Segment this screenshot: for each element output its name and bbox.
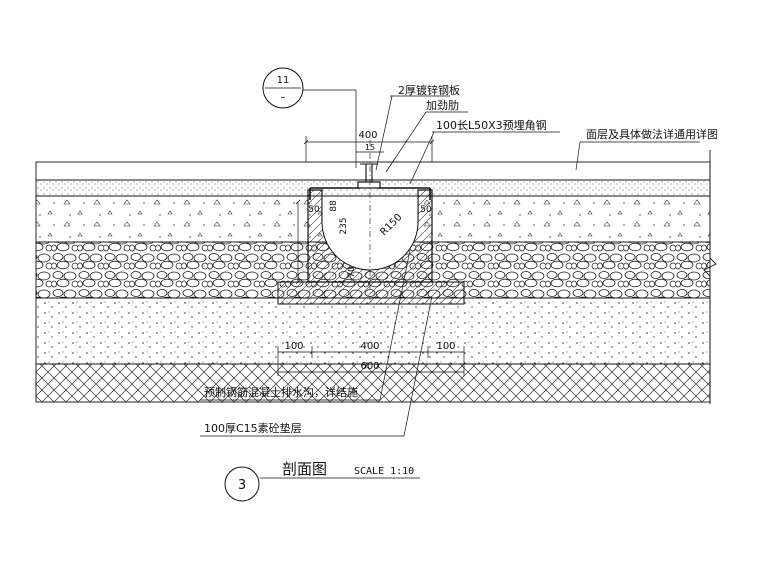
dimensions [277, 136, 465, 376]
surface-layer [35, 161, 711, 181]
title-number: 3 [238, 478, 246, 493]
dimension-texts: 400 15 50 50 88 235 70 100 400 100 600 [284, 130, 455, 372]
soil-layer [35, 363, 711, 403]
stiffener [360, 163, 378, 182]
sand-layer [35, 297, 711, 365]
dim-depth1: 88 [329, 200, 339, 212]
cushion-block [277, 281, 465, 305]
dim-wall-left: 50 [308, 205, 320, 215]
steel-plate [357, 181, 381, 189]
callout-number: 11 [277, 75, 290, 86]
detail-callout: 11 – [262, 67, 304, 109]
dim-wall-right: 50 [420, 205, 432, 215]
title-block: 3 剖面图 SCALE 1:10 [224, 460, 414, 502]
callout-sub: – [281, 92, 286, 103]
dim-bottom: 70 [347, 266, 357, 278]
label-trench: 预制钢筋混凝土排水沟，详结施 [204, 385, 358, 399]
angle-steel-right [378, 187, 431, 200]
dim-base-right: 100 [436, 341, 455, 352]
dim-base-left: 100 [284, 341, 303, 352]
leader-lines [200, 89, 700, 479]
ground-layers [35, 150, 717, 404]
title-name: 剖面图 [282, 460, 327, 478]
dim-top-small: 15 [365, 143, 375, 152]
label-steel-plate: 2厚镀锌钢板 [398, 83, 460, 97]
angle-steel-left [309, 187, 360, 200]
label-stiffener: 加劲肋 [426, 98, 459, 112]
dim-top-width: 400 [358, 130, 377, 141]
break-line [703, 150, 717, 404]
label-angle-steel: 100长L50X3预埋角钢 [436, 119, 547, 132]
dim-depth2: 235 [339, 217, 349, 234]
label-cushion: 100厚C15素砼垫层 [204, 421, 302, 435]
dim-base-mid: 400 [360, 341, 379, 352]
drainage-trench [277, 140, 465, 305]
label-surface: 面层及具体做法详通用详图 [586, 127, 718, 141]
title-scale: SCALE 1:10 [354, 466, 414, 477]
dim-base-total: 600 [360, 361, 379, 372]
